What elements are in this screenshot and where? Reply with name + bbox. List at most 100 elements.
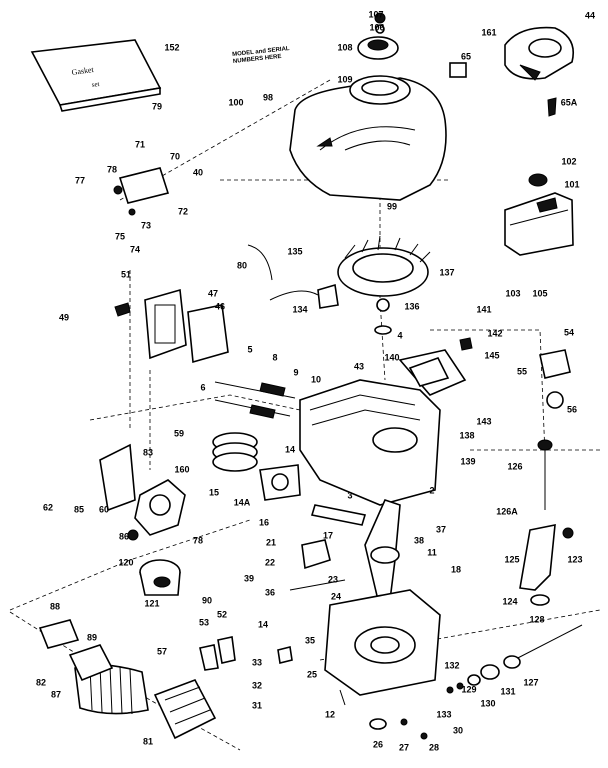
part-label-28: 28 (428, 742, 440, 753)
part-label-22: 22 (264, 557, 276, 568)
intake-manifold (144, 288, 229, 364)
part-label-72: 72 (177, 206, 189, 217)
part-label-4: 4 (397, 330, 403, 341)
part-label-56: 56 (566, 404, 578, 415)
part-label-54: 54 (563, 327, 575, 338)
part-label-126A: 126A (496, 506, 518, 517)
part-label-102: 102 (561, 156, 577, 167)
part-label-109: 109 (337, 74, 353, 85)
part-label-137: 137 (439, 267, 455, 278)
part-label-24: 24 (330, 591, 342, 602)
part-label-14: 14 (284, 444, 296, 455)
part-label-18: 18 (450, 564, 462, 575)
part-label-36: 36 (264, 587, 276, 598)
part-label-3: 3 (347, 490, 353, 501)
part-label-32: 32 (251, 680, 263, 691)
part-label-25: 25 (306, 669, 318, 680)
part-label-152: 152 (164, 42, 180, 53)
part-label-17: 17 (322, 530, 334, 541)
part-label-14b: 14 (257, 619, 269, 630)
part-label-85: 85 (73, 504, 85, 515)
part-label-53: 53 (198, 617, 210, 628)
part-label-23: 23 (327, 574, 339, 585)
part-label-10: 10 (310, 374, 322, 385)
part-label-82: 82 (35, 677, 47, 688)
part-label-87: 87 (50, 689, 62, 700)
part-label-73: 73 (140, 220, 152, 231)
part-label-14A: 14A (233, 497, 251, 508)
part-label-136: 136 (404, 301, 420, 312)
rewind-starter (504, 26, 574, 81)
part-label-21: 21 (265, 537, 277, 548)
part-label-98: 98 (262, 92, 274, 103)
part-label-31: 31 (251, 700, 263, 711)
part-label-121: 121 (144, 598, 160, 609)
decal (449, 62, 467, 78)
part-label-71: 71 (134, 139, 146, 150)
part-label-46: 46 (214, 301, 226, 312)
part-label-145: 145 (484, 350, 500, 361)
guide-line (319, 609, 601, 661)
part-label-33: 33 (251, 657, 263, 668)
part-label-6: 6 (200, 382, 206, 393)
svg-text:Gasket: Gasket (71, 65, 95, 77)
svg-text:set: set (91, 80, 100, 89)
part-label-132: 132 (444, 660, 460, 671)
part-label-39: 39 (243, 573, 255, 584)
part-label-100: 100 (228, 97, 244, 108)
part-label-12: 12 (324, 709, 336, 720)
part-label-16: 16 (258, 517, 270, 528)
part-label-79: 79 (151, 101, 163, 112)
washer (369, 718, 387, 730)
part-label-27: 27 (398, 742, 410, 753)
part-label-138: 138 (459, 430, 475, 441)
part-label-135: 135 (287, 246, 303, 257)
part-label-124: 124 (502, 596, 518, 607)
part-label-139: 139 (460, 456, 476, 467)
part-label-142: 142 (487, 328, 503, 339)
part-label-38: 38 (413, 535, 425, 546)
filter-cup (139, 559, 181, 596)
part-label-141: 141 (476, 304, 492, 315)
part-label-2: 2 (429, 485, 435, 496)
part-label-89: 89 (86, 632, 98, 643)
part-label-88: 88 (49, 601, 61, 612)
breather (539, 349, 571, 379)
part-label-78: 78 (106, 164, 118, 175)
part-label-35: 35 (304, 635, 316, 646)
camshaft (289, 539, 346, 591)
part-label-15: 15 (208, 487, 220, 498)
guide-line (89, 394, 301, 421)
part-label-99: 99 (386, 201, 398, 212)
carburetor (99, 443, 186, 541)
guide-line (379, 140, 386, 381)
part-label-107: 107 (368, 9, 384, 20)
part-label-105: 105 (532, 288, 548, 299)
spark-plug (114, 302, 131, 317)
breather-valve (546, 391, 564, 409)
part-label-62: 62 (42, 502, 54, 513)
part-label-70: 70 (169, 151, 181, 162)
bolt-head (400, 718, 408, 726)
part-label-40: 40 (192, 167, 204, 178)
guide-line (9, 611, 241, 751)
guide-line (119, 79, 331, 201)
gasket-set-booklet: Gasket set (30, 39, 162, 112)
retainer (459, 337, 473, 351)
part-label-131: 131 (500, 686, 516, 697)
guide-line (430, 329, 546, 456)
ignition-armature (247, 244, 339, 309)
part-label-30: 30 (452, 725, 464, 736)
part-label-101: 101 (564, 179, 580, 190)
cover-140 (408, 357, 450, 387)
part-label-130: 130 (480, 698, 496, 709)
part-label-127: 127 (523, 677, 539, 688)
clip (547, 97, 557, 117)
part-label-59: 59 (173, 428, 185, 439)
governor (277, 646, 293, 664)
part-label-43: 43 (353, 361, 365, 372)
part-label-75: 75 (114, 231, 126, 242)
part-label-74: 74 (129, 244, 141, 255)
